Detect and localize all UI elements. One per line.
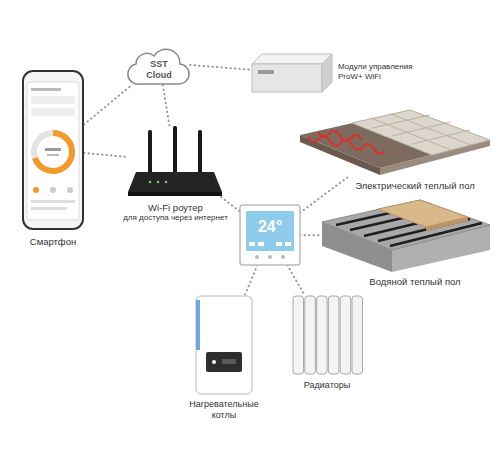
node-label: SST Cloud <box>142 59 176 81</box>
device-node: SST Cloud <box>128 40 190 85</box>
device-node: Радиаторы <box>292 295 363 375</box>
node-label: Нагревательные котлы <box>179 399 269 421</box>
label-group: Wi-Fi роутердля доступа через интернет <box>120 202 231 223</box>
device-node: Смартфон <box>22 70 84 230</box>
device-node: Водяной теплый пол <box>320 198 490 274</box>
device-node: Электрический теплый пол <box>300 108 490 176</box>
connector-line <box>163 85 170 126</box>
connector-line <box>190 65 250 70</box>
smartphone-illustration <box>23 71 83 229</box>
connector-line <box>300 234 320 236</box>
module-box <box>252 54 332 92</box>
label-group: SST Cloud <box>142 59 176 81</box>
label-group: Электрический теплый пол <box>340 180 490 191</box>
electric-floor-illustration <box>300 110 490 175</box>
device-node: Wi-Fi роутердля доступа через интернет <box>128 126 223 197</box>
connector-line <box>287 265 304 295</box>
label-group: Водяной теплый пол <box>340 276 490 287</box>
node-label: для доступа через интернет <box>120 213 231 223</box>
cloud-shape <box>128 49 189 84</box>
connector-line <box>245 265 258 295</box>
router-illustration <box>128 126 222 196</box>
water-floor-illustration <box>322 200 490 272</box>
node-label: Водяной теплый пол <box>340 276 490 287</box>
node-label: Wi-Fi роутер <box>120 202 231 213</box>
node-label: Электрический теплый пол <box>340 180 490 191</box>
connector-line <box>300 176 349 213</box>
connector-line <box>221 197 240 212</box>
label-group: 24° <box>246 217 294 236</box>
node-label: Радиаторы <box>277 380 377 391</box>
label-group: Модули управления ProW+ WiFi <box>338 62 428 81</box>
device-node: 24° <box>240 205 300 265</box>
radiator-illustration <box>293 296 363 374</box>
node-label: Модули управления ProW+ WiFi <box>338 62 428 81</box>
label-group: Нагревательные котлы <box>179 399 269 421</box>
connector-line <box>84 153 128 157</box>
thermostat-illustration <box>240 205 300 265</box>
node-label: Смартфон <box>3 236 103 247</box>
label-group: Смартфон <box>3 236 103 247</box>
connector-line <box>84 85 132 124</box>
label-group: Радиаторы <box>277 380 377 391</box>
node-label: 24° <box>246 217 294 236</box>
boiler-illustration <box>196 296 252 394</box>
device-node: Нагревательные котлы <box>195 295 253 395</box>
device-node: Модули управления ProW+ WiFi <box>250 52 334 94</box>
